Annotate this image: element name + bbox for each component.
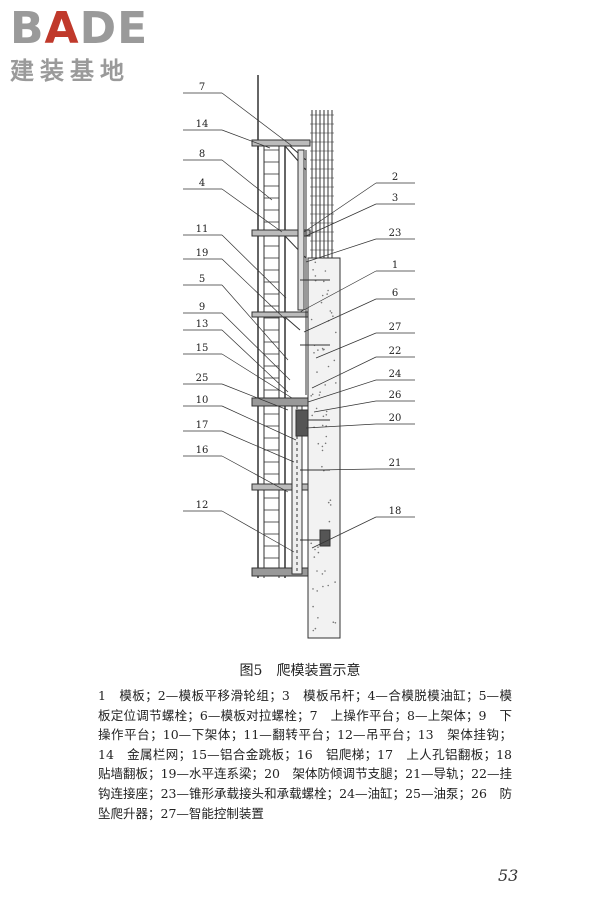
- leader-arrow: [221, 159, 273, 201]
- leader-arrow: [315, 468, 377, 471]
- callout-label: 21: [389, 458, 402, 469]
- callout-leader-left: [183, 258, 287, 321]
- leader-arrow: [221, 405, 297, 441]
- callout-leader-right: [311, 516, 415, 549]
- structure-drawing: [251, 75, 341, 639]
- left-callout-labels: 7 14 8 4 11 19 5 9 13 15 25 10 17 16 12: [196, 82, 209, 511]
- figure-caption: 图5 爬模装置示意: [239, 663, 361, 679]
- callout-label: 7: [199, 82, 205, 93]
- callout-label: 8: [199, 149, 205, 160]
- leader-arrow: [221, 312, 291, 381]
- logo-subtitle: 建装基地: [10, 57, 130, 85]
- callout-leader-left: [183, 510, 295, 553]
- callout-leader-right: [307, 379, 415, 403]
- leader-arrow: [305, 203, 377, 237]
- callout-leader-right: [315, 332, 415, 359]
- leader-arrow: [221, 188, 283, 233]
- leader-arrow: [315, 332, 377, 359]
- leader-arrow: [305, 238, 377, 263]
- callout-leader-left: [183, 405, 297, 441]
- logo-brand: BADE: [10, 3, 149, 54]
- callout-label: 10: [196, 395, 209, 406]
- leader-arrow: [221, 284, 289, 361]
- leader-arrow: [221, 510, 295, 553]
- leader-arrow: [303, 182, 377, 233]
- leader-arrow: [221, 258, 287, 321]
- callout-label: 27: [389, 322, 402, 333]
- callout-leader-right: [305, 423, 415, 429]
- callout-leader-left: [183, 455, 289, 493]
- figure-legend: 1 模板；2—模板平移滑轮组；3 模板吊杆；4—合模脱模油缸；5—模板定位调节螺…: [98, 688, 525, 821]
- callout-leader-left: [183, 234, 287, 299]
- callout-label: 1: [392, 260, 398, 271]
- callout-leader-left: [183, 430, 295, 463]
- callout-leader-left: [183, 383, 289, 411]
- callout-leader-left: [183, 129, 271, 149]
- right-callout-leaders: [299, 182, 415, 549]
- leader-arrow: [299, 270, 377, 313]
- callout-label: 23: [389, 228, 402, 239]
- callout-label: 25: [196, 373, 209, 384]
- leader-arrow: [221, 329, 289, 393]
- callout-label: 18: [389, 506, 402, 517]
- leader-arrow: [313, 400, 377, 413]
- callout-label: 6: [392, 288, 398, 299]
- callout-leader-left: [183, 92, 293, 147]
- callout-label: 17: [196, 420, 209, 431]
- leader-arrow: [221, 353, 293, 399]
- callout-leader-left: [183, 284, 289, 361]
- callout-leader-right: [315, 468, 415, 471]
- leader-arrow: [303, 298, 377, 333]
- leader-arrow: [221, 234, 287, 299]
- leader-arrow: [221, 383, 289, 411]
- leader-arrow: [307, 379, 377, 403]
- leader-arrow: [221, 92, 293, 147]
- callout-leader-right: [305, 203, 415, 237]
- callout-label: 26: [389, 390, 402, 401]
- leader-arrow: [221, 129, 271, 149]
- callout-label: 3: [392, 193, 398, 204]
- callout-leader-left: [183, 329, 289, 393]
- callout-leader-right: [299, 270, 415, 313]
- callout-label: 5: [199, 274, 205, 285]
- callout-label: 14: [196, 119, 209, 130]
- leader-arrow: [221, 455, 289, 493]
- leader-arrow: [305, 423, 377, 429]
- callout-label: 2: [392, 172, 398, 183]
- leader-arrow: [311, 516, 377, 549]
- callout-leader-left: [183, 159, 273, 201]
- callout-leader-left: [183, 353, 293, 399]
- leader-arrow: [221, 430, 295, 463]
- callout-leader-right: [311, 356, 415, 389]
- bade-logo: BADE 建装基地: [10, 6, 190, 86]
- callout-label: 4: [199, 178, 205, 189]
- callout-leader-right: [303, 182, 415, 233]
- callout-leader-right: [305, 238, 415, 263]
- callout-leader-left: [183, 188, 283, 233]
- callout-leader-left: [183, 312, 291, 381]
- callout-label: 11: [196, 224, 209, 235]
- callout-label: 9: [199, 302, 205, 313]
- callout-label: 24: [389, 369, 402, 380]
- logo-accent-letter: A: [44, 3, 80, 54]
- callout-label: 15: [196, 343, 209, 354]
- callout-label: 13: [196, 319, 209, 330]
- page-number: 53: [498, 866, 519, 885]
- callout-label: 12: [196, 500, 209, 511]
- callout-label: 19: [196, 248, 209, 259]
- callout-label: 22: [389, 346, 402, 357]
- callout-leader-right: [303, 298, 415, 333]
- callout-label: 16: [196, 445, 209, 456]
- leader-arrow: [311, 356, 377, 389]
- callout-label: 20: [389, 413, 402, 424]
- left-callout-leaders: [183, 92, 297, 553]
- callout-leader-right: [313, 400, 415, 413]
